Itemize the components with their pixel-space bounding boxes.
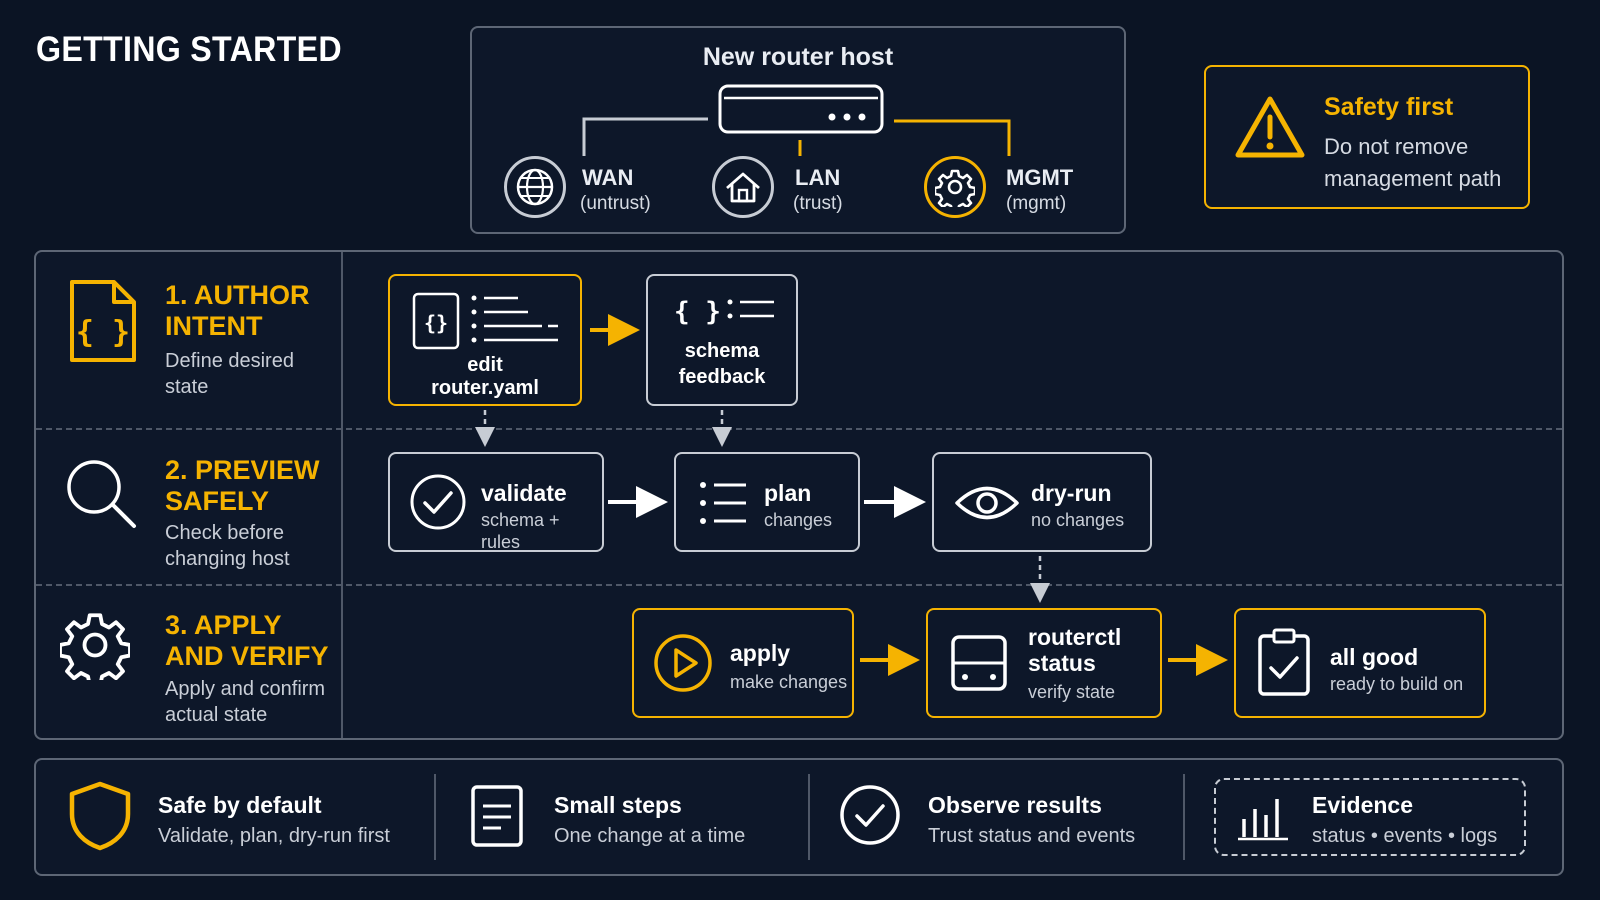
router-connections xyxy=(582,84,1011,156)
stage-3-heading: 3. APPLY AND VERIFY xyxy=(165,610,329,671)
dry-run-step: dry-run no changes xyxy=(932,452,1152,552)
apply-title: apply xyxy=(730,640,791,666)
footer-divider-2 xyxy=(808,774,810,860)
routerctl-status-step: routerctl status verify state xyxy=(926,608,1162,718)
footer-3-title: Observe results xyxy=(928,792,1102,818)
schema-label: schema xyxy=(684,340,760,362)
server-status-icon xyxy=(951,635,1007,691)
lan-label: LAN xyxy=(795,165,841,190)
evidence-box xyxy=(1214,778,1526,856)
shield-icon xyxy=(69,781,131,851)
stage-2-heading: 2. PREVIEW SAFELY xyxy=(165,455,320,516)
svg-text:{ }: { } xyxy=(674,297,721,327)
router-host-panel: New router host WAN (untrust) LAN (trust… xyxy=(470,26,1126,234)
eye-icon xyxy=(955,486,1019,520)
edit-router-yaml-step: {} edit router.yaml xyxy=(388,274,582,406)
mgmt-label: MGMT xyxy=(1006,165,1074,190)
search-icon xyxy=(67,460,136,528)
stage-separator-1 xyxy=(36,428,1562,430)
code-file-icon: { } xyxy=(70,280,136,362)
validate-step: validate schema + rules xyxy=(388,452,604,552)
footer-1-title: Safe by default xyxy=(158,792,322,818)
router-host-title: New router host xyxy=(702,43,894,71)
wan-label: WAN xyxy=(582,165,634,190)
settings-gear-icon xyxy=(60,613,130,680)
safety-title: Safety first xyxy=(1324,93,1454,121)
wan-sub: (untrust) xyxy=(580,193,651,214)
play-icon xyxy=(654,634,712,692)
footer-3-sub: Trust status and events xyxy=(928,825,1136,847)
all-good-sub: ready to build on xyxy=(1330,674,1464,694)
dry-run-title: dry-run xyxy=(1031,480,1112,506)
list-icon xyxy=(700,482,746,524)
bar-chart-icon xyxy=(1238,799,1288,841)
apply-step: apply make changes xyxy=(632,608,854,718)
footer-2-title: Small steps xyxy=(554,792,682,818)
lan-home-icon xyxy=(712,156,774,218)
stage-1-desc: Define desired state xyxy=(165,350,294,398)
stage-3-desc: Apply and confirm actual state xyxy=(165,678,326,726)
mgmt-gear-icon xyxy=(924,156,986,218)
principles-footer xyxy=(34,758,1564,876)
check-circle-footer-icon xyxy=(840,785,900,845)
footer-4-sub: status • events • logs xyxy=(1312,825,1498,847)
stage-2-desc: Check before changing host xyxy=(165,522,290,570)
plan-step: plan changes xyxy=(674,452,860,552)
status-sub: verify state xyxy=(1028,682,1116,702)
dry-run-sub: no changes xyxy=(1031,510,1125,530)
status-label: status xyxy=(1028,650,1096,676)
footer-1-sub: Validate, plan, dry-run first xyxy=(158,825,390,847)
schema-feedback-step: { } schema feedback xyxy=(646,274,798,406)
router-device-icon xyxy=(718,84,884,134)
wan-globe-icon xyxy=(504,156,566,218)
all-good-step: all good ready to build on xyxy=(1234,608,1486,718)
document-icon xyxy=(471,785,523,847)
lan-sub: (trust) xyxy=(793,193,843,214)
edit-label: edit xyxy=(467,354,503,376)
clipboard-check-icon xyxy=(1258,628,1310,696)
code-braces-icon: {} xyxy=(412,292,558,350)
stage-divider xyxy=(341,252,343,738)
schema-icon: { } xyxy=(674,297,774,327)
page-title: GETTING STARTED xyxy=(36,30,342,69)
all-good-title: all good xyxy=(1330,644,1419,670)
svg-text:{}: {} xyxy=(424,311,448,335)
validate-title: validate xyxy=(481,480,567,506)
plan-sub: changes xyxy=(764,510,833,530)
mgmt-sub: (mgmt) xyxy=(1006,193,1067,214)
feedback-label: feedback xyxy=(678,366,766,388)
routerctl-label: routerctl xyxy=(1028,624,1122,650)
safety-callout: Safety first Do not remove management pa… xyxy=(1204,65,1530,209)
stage-separator-2 xyxy=(36,584,1562,586)
footer-divider-3 xyxy=(1183,774,1185,860)
check-circle-icon xyxy=(410,474,466,530)
svg-text:{ }: { } xyxy=(76,315,130,350)
router-yaml-label: router.yaml xyxy=(431,377,539,399)
footer-4-title: Evidence xyxy=(1312,792,1413,818)
plan-title: plan xyxy=(764,480,812,506)
footer-2-sub: One change at a time xyxy=(554,825,746,847)
warning-icon xyxy=(1235,96,1305,158)
stage-1-heading: 1. AUTHOR INTENT xyxy=(165,280,310,341)
safety-body: Do not remove management path xyxy=(1324,134,1502,191)
validate-sub: schema + rules xyxy=(481,510,560,552)
footer-divider-1 xyxy=(434,774,436,860)
apply-sub: make changes xyxy=(730,672,848,692)
